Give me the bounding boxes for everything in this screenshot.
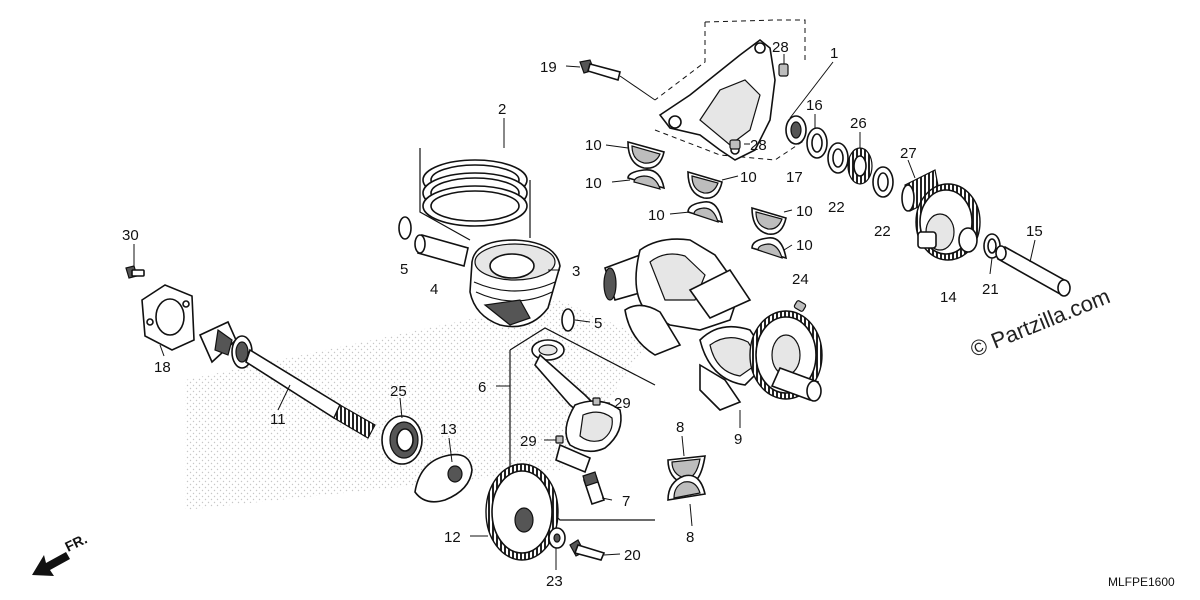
callout-17: 17 — [786, 169, 803, 186]
callout-10-f: 10 — [796, 237, 813, 254]
callout-12: 12 — [444, 529, 461, 546]
part-24-pin[interactable] — [793, 300, 807, 312]
part-19-bolt[interactable] — [579, 59, 621, 82]
callout-11: 11 — [270, 411, 286, 428]
part-29-dowel-a[interactable] — [592, 397, 601, 406]
part-7-rod-bolt[interactable] — [582, 471, 606, 506]
part-28-dowel-pin-bottom[interactable] — [729, 139, 741, 150]
callout-21: 21 — [982, 281, 999, 298]
part-10-bearing-shell-3[interactable] — [687, 170, 723, 199]
callout-10-c: 10 — [740, 169, 757, 186]
callout-15: 15 — [1026, 223, 1043, 240]
part-18-gasket-plate[interactable] — [141, 284, 195, 351]
part-3-piston[interactable] — [469, 239, 561, 328]
part-5-circlip-right[interactable] — [561, 308, 575, 332]
part-29-dowel-b[interactable] — [555, 435, 564, 444]
part-26-thrust-bearing[interactable] — [847, 147, 873, 185]
part-8-bearing-shell-bottom[interactable] — [667, 474, 706, 501]
callout-29-a: 29 — [614, 395, 631, 412]
callout-labels: 1 2 3 4 5 5 6 7 8 8 9 10 10 10 10 10 10 … — [122, 39, 1043, 590]
part-17-bearing[interactable] — [785, 115, 807, 145]
part-23-washer[interactable] — [548, 527, 566, 549]
part-5-circlip-left[interactable] — [398, 216, 412, 240]
part-10-bearing-shell-2[interactable] — [627, 169, 666, 190]
callout-24: 24 — [792, 271, 809, 288]
callout-6: 6 — [478, 379, 486, 396]
part-1-bracket-assembly[interactable] — [654, 19, 806, 161]
part-13-guide-plate[interactable] — [414, 453, 473, 503]
callout-22-b: 22 — [874, 223, 891, 240]
callout-14: 14 — [940, 289, 957, 306]
part-2-piston-rings[interactable] — [419, 148, 531, 241]
callout-4: 4 — [430, 281, 438, 298]
callout-28-top: 28 — [772, 39, 789, 56]
front-direction-label: FR. — [62, 530, 89, 554]
part-28-dowel-pin-top[interactable] — [778, 63, 789, 77]
callout-10-d: 10 — [648, 207, 665, 224]
callout-8-top: 8 — [676, 419, 684, 436]
part-14-balancer-gear[interactable] — [915, 183, 981, 261]
callout-22-a: 22 — [828, 199, 845, 216]
part-9-crankshaft[interactable] — [603, 238, 823, 411]
part-10-bearing-shell-1[interactable] — [627, 140, 665, 169]
callout-10-a: 10 — [585, 137, 602, 154]
part-30-bolt[interactable] — [125, 265, 145, 279]
part-15-shaft[interactable] — [995, 245, 1071, 297]
callout-3: 3 — [572, 263, 580, 280]
callout-23: 23 — [546, 573, 563, 590]
part-16-washer[interactable] — [806, 127, 828, 159]
callout-20: 20 — [624, 547, 641, 564]
part-10-bearing-shell-6[interactable] — [751, 237, 788, 260]
callout-25: 25 — [390, 383, 407, 400]
leader-lines — [133, 54, 1036, 570]
callout-8-bottom: 8 — [686, 529, 694, 546]
part-6-connecting-rod[interactable] — [509, 327, 656, 521]
part-10-bearing-shell-5[interactable] — [751, 206, 787, 235]
callout-10-b: 10 — [585, 175, 602, 192]
part-10-bearing-shell-4[interactable] — [687, 201, 724, 224]
callout-2: 2 — [498, 101, 506, 118]
callout-29-b: 29 — [520, 433, 537, 450]
callout-13: 13 — [440, 421, 457, 438]
callout-26: 26 — [850, 115, 867, 132]
callout-7: 7 — [622, 493, 630, 510]
callout-28-bottom: 28 — [750, 137, 767, 154]
front-direction-arrow: FR. — [32, 530, 90, 576]
callout-5-left: 5 — [400, 261, 408, 278]
callout-19: 19 — [540, 59, 557, 76]
callout-10-e: 10 — [796, 203, 813, 220]
part-12-drive-gear[interactable] — [485, 463, 559, 561]
part-22-washer-a[interactable] — [827, 142, 849, 174]
part-4-piston-pin[interactable] — [414, 233, 469, 268]
part-25-bearing[interactable] — [381, 415, 423, 465]
callout-30: 30 — [122, 227, 139, 244]
callout-18: 18 — [154, 359, 171, 376]
part-22-washer-b[interactable] — [872, 166, 894, 198]
callout-27: 27 — [900, 145, 917, 162]
callout-16: 16 — [806, 97, 823, 114]
part-11-output-shaft[interactable] — [198, 320, 376, 439]
callout-9: 9 — [734, 431, 742, 448]
callout-5-right: 5 — [594, 315, 602, 332]
callout-1: 1 — [830, 45, 838, 62]
part-20-bolt[interactable] — [569, 539, 606, 561]
diagram-code: MLFPE1600 — [1108, 575, 1175, 589]
part-27-needle-bearing[interactable] — [901, 169, 941, 212]
